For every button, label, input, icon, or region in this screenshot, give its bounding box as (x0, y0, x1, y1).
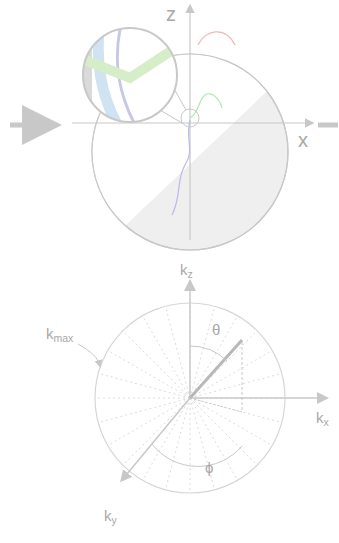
axis-label: kx (316, 410, 329, 428)
axis-label: z (166, 4, 176, 24)
radius-label: kmax (46, 326, 73, 344)
axis-label: kz (180, 262, 193, 280)
angle-label: ϕ (205, 460, 213, 475)
axis-label: x (298, 130, 308, 150)
axis-label: ky (104, 508, 117, 526)
angle-label: θ (212, 322, 220, 337)
